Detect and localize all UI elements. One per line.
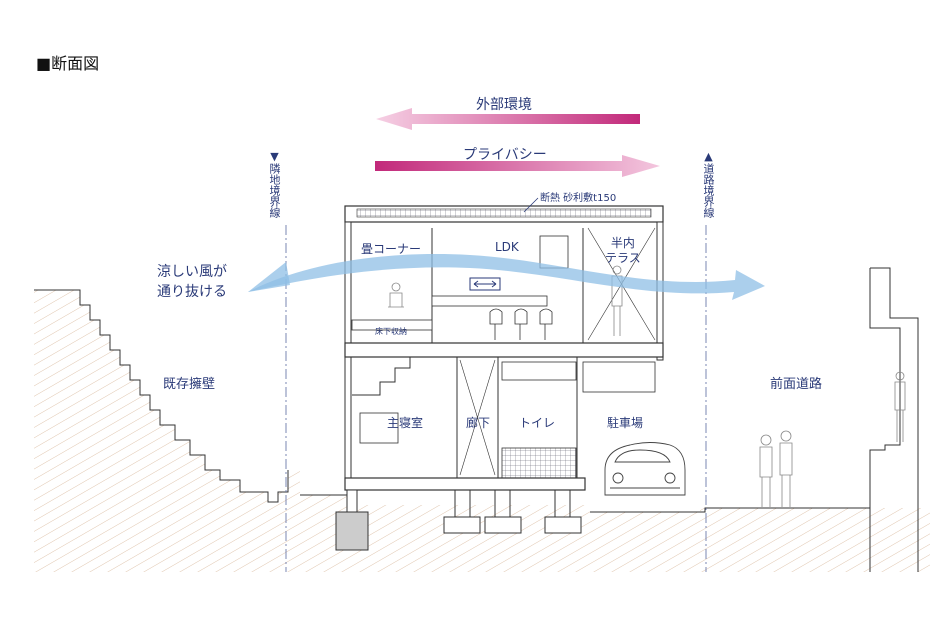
foundation-4: [544, 516, 582, 534]
foundation-2: [443, 516, 481, 534]
room-tatami: 畳コーナー: [361, 242, 422, 256]
kitchen-cabinet: [539, 235, 569, 269]
toilet-tiles: [501, 447, 577, 479]
wind-stream: [248, 254, 765, 300]
garage-canopy: [582, 361, 656, 393]
front-road-label: 前面道路: [770, 377, 823, 392]
retaining-wall-label: 既存擁壁: [163, 377, 216, 392]
road-boundary-label: ▲道路境界線: [702, 150, 715, 218]
roof-gravel: [356, 208, 652, 218]
window-slide-icon: [473, 280, 497, 288]
foundation-3: [484, 516, 522, 534]
retaining-wall-outline: [34, 289, 289, 503]
ground-line: [300, 494, 870, 513]
roof-note-leader: [523, 197, 539, 213]
room-ldk: LDK: [495, 240, 519, 254]
neighbor-building: [869, 267, 919, 572]
ground-hatch: [34, 290, 930, 572]
wind-label: 涼しい風が 通り抜ける: [157, 264, 227, 300]
neighbor-boundary-label: ▼隣地境界線: [268, 150, 281, 218]
people-silhouettes: [388, 265, 906, 507]
roof-note: 断熱 砂利敷t150: [540, 193, 617, 204]
tatami-platform: [351, 319, 433, 331]
privacy-arrow: [375, 155, 660, 177]
footing-lines: [454, 490, 571, 517]
hall-cross-2: [459, 359, 496, 476]
staircase: [352, 357, 411, 396]
floor-slab-2f: [344, 342, 664, 358]
foundation-1: [335, 511, 369, 551]
exterior-env-label: 外部環境: [476, 97, 532, 113]
room-toilet: トイレ: [519, 416, 556, 430]
room-master: 主寝室: [387, 416, 424, 430]
room-terrace: 半内 テラス: [605, 236, 641, 265]
exterior-env-arrow: [376, 108, 640, 130]
footing-1: [346, 489, 358, 513]
page-title: ■断面図: [36, 54, 100, 73]
wind-stream-left-head: [248, 262, 290, 292]
floor-slab-1f: [344, 477, 586, 491]
toilet-partition-top: [501, 361, 577, 381]
privacy-label: プライバシー: [463, 147, 547, 163]
room-hall: 廊下: [466, 416, 491, 430]
dining-chairs: [489, 308, 553, 340]
room-parking: 駐車場: [607, 416, 644, 430]
room-underfloor: 床下収納: [375, 327, 407, 336]
master-desk: [359, 412, 399, 444]
car: [604, 442, 686, 496]
ldk-counter: [431, 295, 548, 307]
